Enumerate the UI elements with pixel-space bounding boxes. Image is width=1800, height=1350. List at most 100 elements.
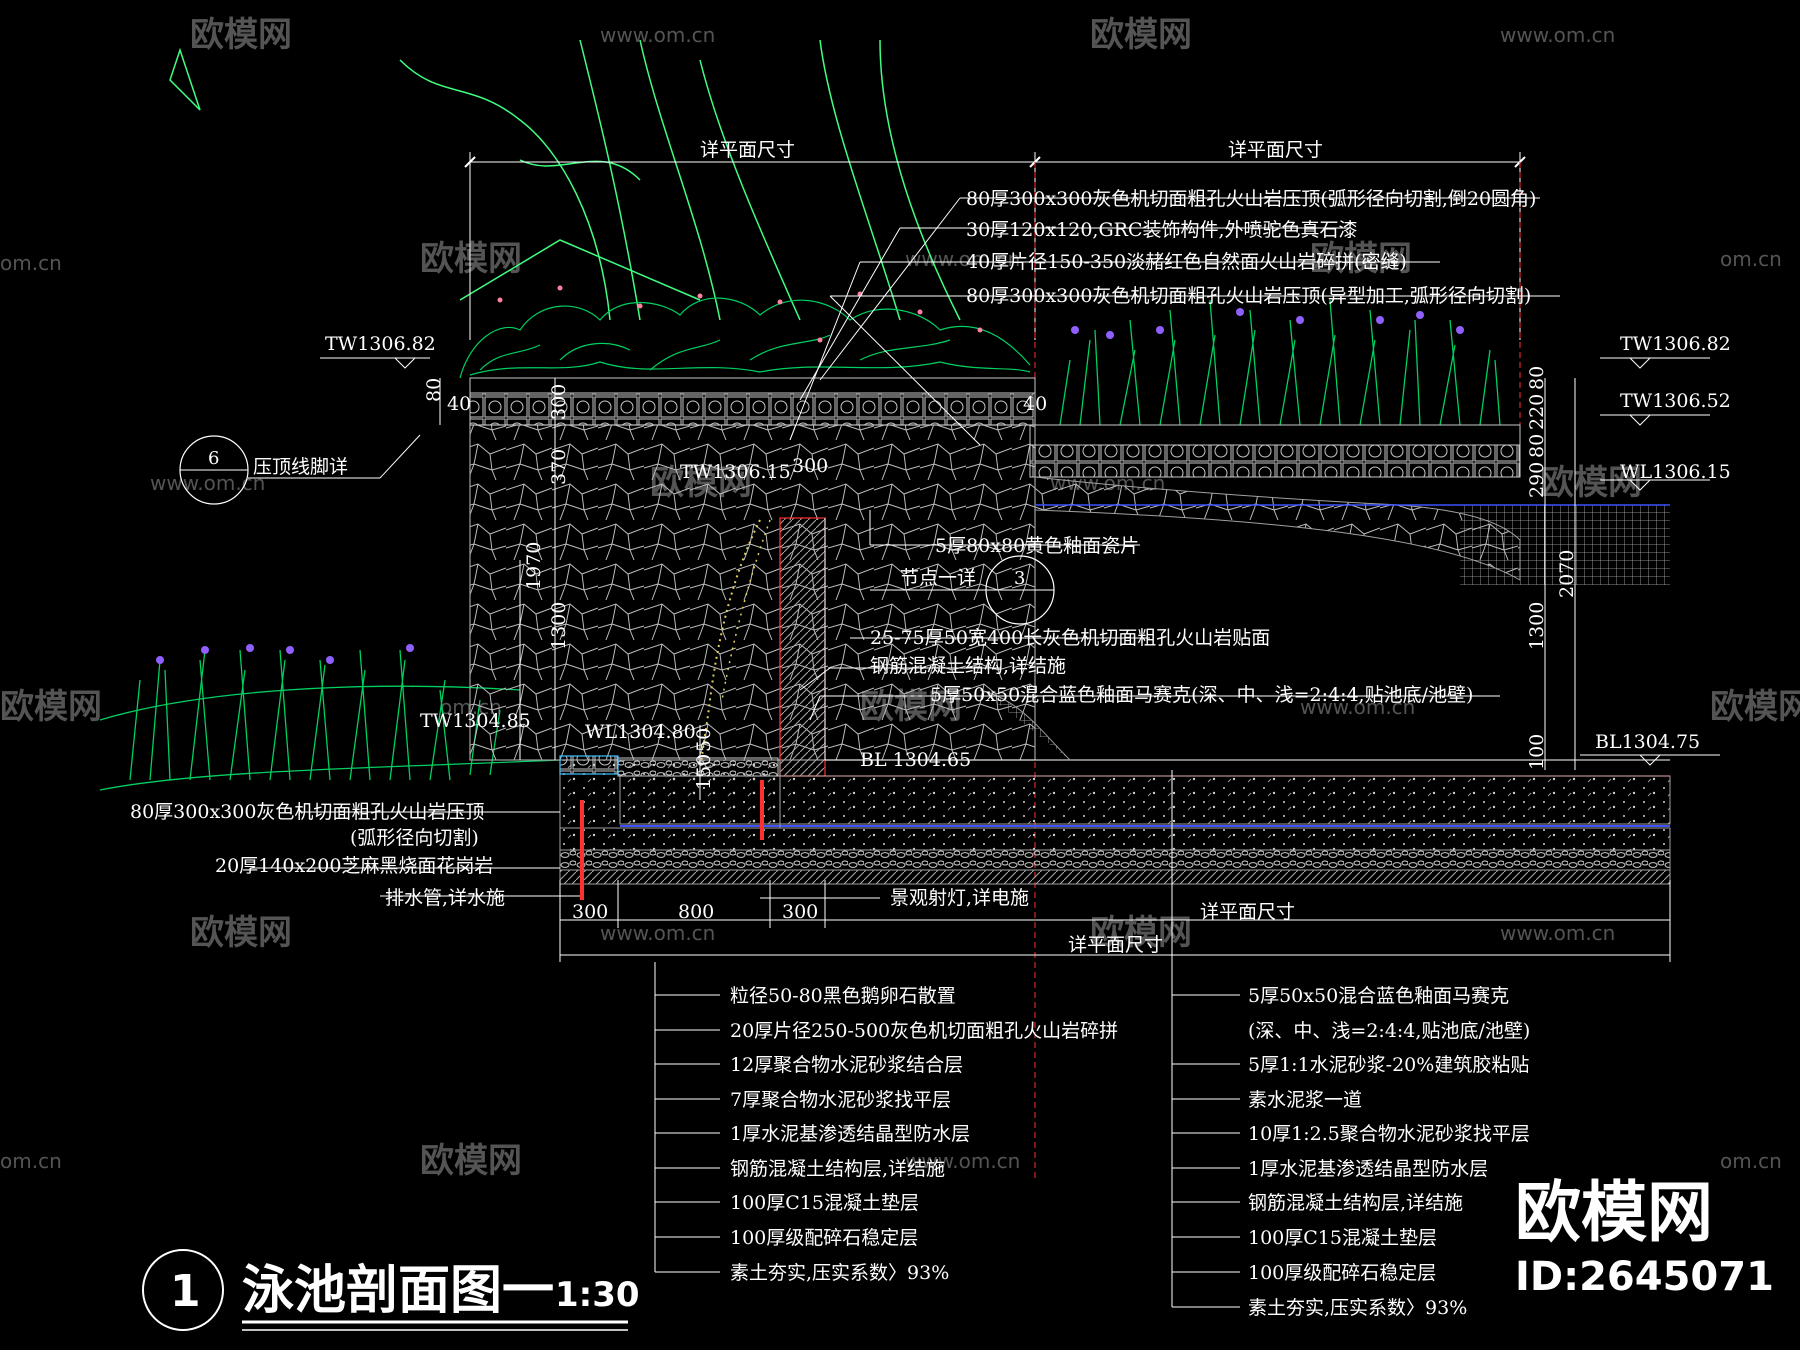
dim-h370: 370: [548, 449, 570, 485]
level-markers: [320, 357, 1720, 766]
layers-right: 5厚50x50混合蓝色釉面马赛克 (深、中、浅=2:4:4,贴池底/池壁) 5厚…: [1248, 985, 1530, 1319]
watermark-url: www.om.cn: [600, 921, 715, 945]
shrub-mass: [459, 297, 1031, 379]
dim-h40b: 40: [1023, 393, 1047, 415]
concrete-bed: [559, 827, 1671, 851]
drawing-title: 泳池剖面图一: [242, 1261, 554, 1321]
watermark-url: www.om.cn: [1500, 23, 1615, 47]
layer-right-9: 素土夯实,压实系数〉93%: [1248, 1297, 1467, 1319]
mound-grid: [979, 689, 1071, 761]
callout-granite: 20厚140x200芝麻黑烧面花岗岩: [215, 855, 493, 877]
layer-right-1: 5厚50x50混合蓝色釉面马赛克: [1248, 985, 1509, 1007]
dim-bottom-total: 详平面尺寸: [1068, 934, 1163, 956]
watermark-url: www.om.cn: [905, 1149, 1020, 1173]
dim-h220: 220: [1526, 394, 1548, 430]
callout-coping1: 80厚300x300灰色机切面粗孔火山岩压顶: [130, 801, 484, 823]
watermark-url: www.om.cn: [600, 23, 715, 47]
callout-coping2: (弧形径向切割): [350, 827, 479, 849]
callout-light: 景观射灯,详电施: [890, 887, 1029, 909]
dim-h1300-right: 1300: [1526, 602, 1548, 650]
level-bl-right: BL1304.75: [1595, 731, 1700, 753]
layer-left-5: 1厚水泥基渗透结晶型防水层: [730, 1123, 970, 1145]
iris-grass-left: [99, 649, 561, 791]
dim-h300: 300: [548, 384, 570, 420]
node-detail-number: 3: [1014, 568, 1025, 589]
dim-h100: 100: [1526, 734, 1548, 770]
coping-detail-number: 6: [208, 448, 219, 469]
level-tw-mid: TW1306.15: [680, 461, 791, 483]
tree-trunk: [169, 39, 961, 321]
layer-right-6: 钢筋混凝土结构层,详结施: [1248, 1192, 1463, 1214]
layer-left-6: 钢筋混凝土结构层,详结施: [730, 1158, 945, 1180]
pool-tile-band: [1460, 505, 1670, 585]
dim-w300a: 300: [572, 901, 608, 923]
dim-w800: 800: [678, 901, 714, 923]
level-tw-low: TW1304.85: [420, 710, 531, 732]
iris-flowers-left: [156, 644, 414, 664]
soil-layer: [559, 869, 1671, 885]
layer-left-4: 7厚聚合物水泥砂浆找平层: [730, 1089, 951, 1111]
corner-id: ID:2645071: [1515, 1254, 1774, 1300]
dim-top-left: 详平面尺寸: [700, 139, 795, 161]
watermark-brand: 欧模网: [1310, 239, 1412, 279]
pool-inner-outline: [824, 518, 1670, 761]
dim-bottom: [559, 880, 1671, 962]
dim-h290: 290: [1526, 462, 1548, 498]
layer-right-7: 100厚C15混凝土垫层: [1248, 1227, 1437, 1249]
watermark-url: www.om.cn: [905, 247, 1020, 271]
callout-stone-face: 25-75厚50宽400长灰色机切面粗孔火山岩贴面: [870, 627, 1270, 649]
layer-left-9: 素土夯实,压实系数〉93%: [730, 1262, 949, 1284]
callout-mosaic: 5厚50x50混合蓝色釉面马赛克(深、中、浅=2:4:4,贴池底/池壁): [930, 684, 1473, 706]
level-bl-mid: BL 1304.65: [860, 749, 971, 771]
layer-right-1b: (深、中、浅=2:4:4,贴池底/池壁): [1248, 1020, 1530, 1042]
gutter-coping: [559, 755, 619, 775]
drain-pipe: [580, 800, 584, 900]
watermark-brand: 欧模网: [420, 1141, 522, 1181]
watermark-url: www.om.cn: [150, 471, 265, 495]
dim-h50: 50: [693, 728, 715, 752]
watermark-brand: 欧模网: [1710, 687, 1800, 727]
leader-lines-mid: [799, 510, 1500, 721]
water-cascade-2: [721, 519, 771, 701]
watermark-url: om.cn: [1720, 247, 1782, 271]
dim-h40a: 40: [447, 393, 471, 415]
corner-brand: 欧模网: [1515, 1174, 1713, 1251]
layer-left-1: 粒径50-80黑色鹅卵石散置: [730, 985, 956, 1007]
dim-h80: 80: [423, 378, 445, 402]
callout-top-2: 30厚120x120,GRC装饰构件,外喷驼色真石漆: [966, 219, 1358, 241]
watermark-brand: 欧模网: [1090, 15, 1192, 55]
callout-drain: 排水管,详水施: [385, 887, 505, 909]
title-number: 1: [170, 1266, 201, 1317]
layer-right-3: 素水泥浆一道: [1248, 1089, 1362, 1111]
layer-left-2: 20厚片径250-500灰色机切面粗孔火山岩碎拼: [730, 1020, 1118, 1042]
watermark-brand: 欧模网: [420, 239, 522, 279]
light-pipe: [760, 780, 764, 840]
watermark-brand: 欧模网: [190, 913, 292, 953]
iris-flowers-right: [1071, 308, 1464, 339]
dim-h2070: 2070: [1556, 550, 1578, 598]
flowers: [497, 285, 983, 343]
callout-top-3: 40厚片径150-350淡赭红色自然面火山岩碎拼(密缝): [966, 251, 1407, 273]
layer-right-5: 1厚水泥基渗透结晶型防水层: [1248, 1158, 1488, 1180]
drawing-scale: 1:30: [555, 1275, 640, 1315]
dim-bottom-row: 详平面尺寸: [1200, 901, 1295, 923]
watermark-url: om.cn: [0, 251, 62, 275]
gravel-layer: [559, 849, 1671, 871]
layers-right-leaders: [1171, 770, 1240, 1308]
level-tw-right: TW1306.82: [1620, 333, 1731, 355]
dim-h1970: 1970: [523, 542, 545, 590]
right-wall-fill: [1034, 476, 1521, 581]
watermark-url: om.cn: [0, 1149, 62, 1173]
level-tw-right2: TW1306.52: [1620, 390, 1731, 412]
layer-right-4: 10厚1:2.5聚合物水泥砂浆找平层: [1248, 1123, 1530, 1145]
vertical-dim-lines: [439, 378, 1576, 800]
layer-left-8: 100厚级配碎石稳定层: [730, 1227, 918, 1249]
watermark-brand: 欧模网: [1540, 463, 1642, 503]
level-tw-left: TW1306.82: [325, 333, 436, 355]
dim-h80-r: 80: [1526, 366, 1548, 390]
layer-left-3: 12厚聚合物水泥砂浆结合层: [730, 1054, 963, 1076]
watermark-brand: 欧模网: [190, 15, 292, 55]
coping-detail-leader-2: [379, 434, 421, 479]
dim-h1300-left: 1300: [548, 602, 570, 650]
